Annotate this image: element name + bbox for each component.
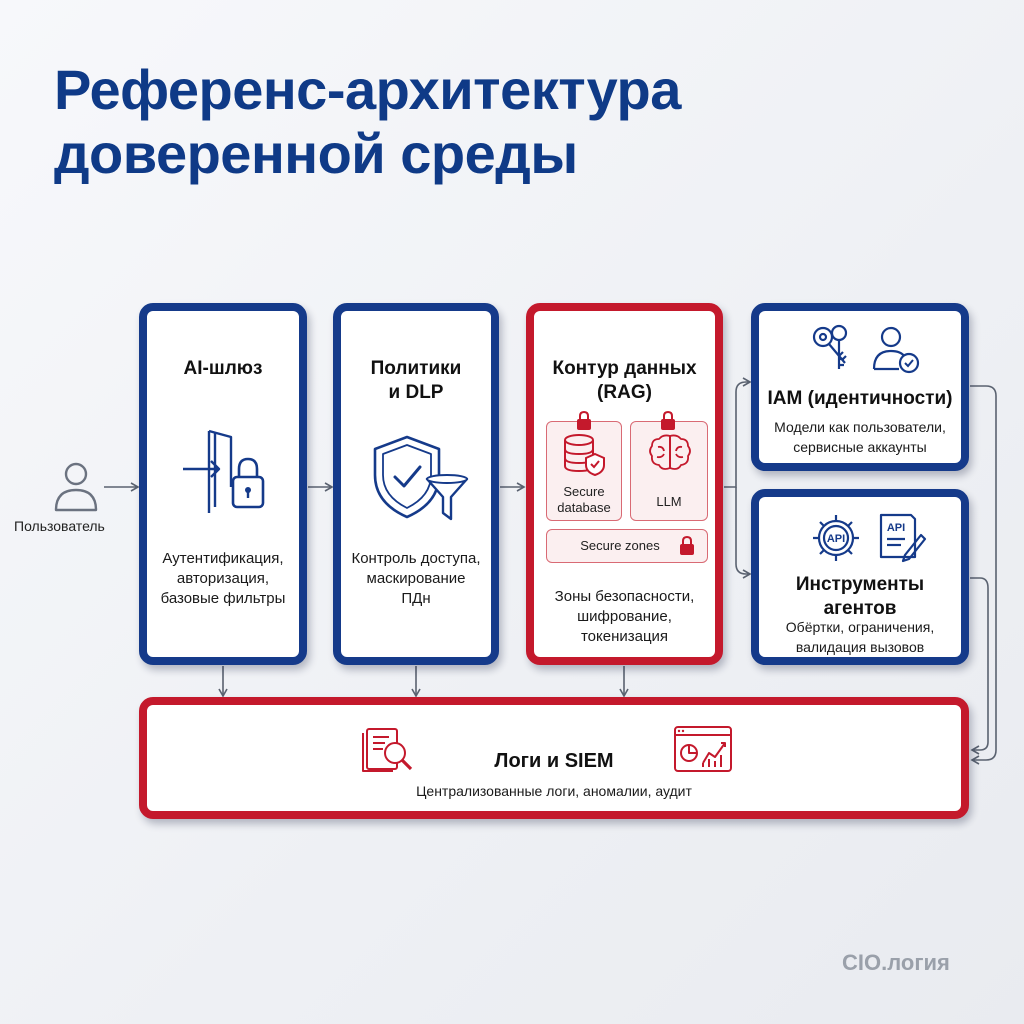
card-number: 04	[765, 308, 782, 325]
secure-database-label: Secure database	[547, 484, 621, 516]
desc-line: маскирование	[366, 570, 466, 587]
card-agent-tools: 05 API API Инструменты агентов Обёртки, …	[751, 489, 969, 665]
card-iam: 04 IAM (идентичности) Модели как пользов…	[751, 303, 969, 471]
arrow-data-to-tools	[735, 487, 752, 579]
card-number: 06	[153, 702, 170, 719]
page-title-line-2: доверенной среды	[54, 122, 578, 185]
card-title: Логи и SIEM	[494, 750, 614, 772]
card-title: Политики и DLP	[341, 357, 491, 405]
arrow-data-to-iam	[724, 377, 752, 488]
card-number: 02	[347, 308, 364, 325]
analytics-dashboard-icon	[673, 725, 733, 773]
shield-filter-icon	[369, 433, 473, 525]
card-description: Обёртки, ограничения, валидация вызовов	[759, 617, 961, 657]
lock-icon	[660, 410, 676, 436]
card-policies-dlp: 02 Политики и DLP Контроль доступа, маск…	[333, 303, 499, 665]
desc-line: базовые фильтры	[160, 590, 286, 607]
api-gear-label: API	[827, 533, 845, 545]
desc-line: шифрование,	[577, 608, 672, 625]
api-document-icon: API	[875, 511, 927, 563]
gateway-lock-icon	[179, 427, 279, 517]
llm-label: LLM	[656, 494, 682, 509]
user-check-icon	[871, 325, 921, 375]
card-number: 05	[765, 494, 782, 511]
api-doc-label: API	[887, 522, 905, 534]
title-line: Инструменты	[795, 574, 925, 595]
card-data-contour-rag: 03 Контур данных (RAG) Secure database	[526, 303, 723, 665]
lock-icon	[576, 410, 592, 436]
watermark-logo: CIO.логия	[842, 950, 950, 975]
card-description: Аутентификация, авторизация, базовые фил…	[147, 549, 299, 609]
card-description: Централизованные логи, аномалии, аудит	[416, 783, 692, 799]
title-line: и DLP	[388, 382, 444, 403]
log-search-icon	[361, 725, 417, 775]
desc-line: Контроль доступа,	[351, 550, 481, 567]
label-line: database	[557, 500, 611, 515]
card-number: 03	[540, 308, 557, 325]
desc-line: авторизация,	[176, 570, 270, 587]
secure-zones-label: Secure zones	[580, 538, 660, 553]
keys-icon	[809, 323, 857, 373]
card-description: Модели как пользователи, сервисные аккау…	[759, 417, 961, 457]
lock-icon	[679, 535, 695, 561]
arrow-iam-to-siem	[970, 385, 997, 765]
user-icon	[52, 460, 100, 514]
llm-box: LLM	[630, 421, 708, 521]
title-line: Контур данных	[552, 358, 697, 379]
desc-line: Обёртки, ограничения,	[785, 619, 935, 635]
secure-database-box: Secure database	[546, 421, 622, 521]
database-shield-icon	[561, 434, 607, 476]
card-title: AI-шлюз	[183, 358, 263, 379]
user-label: Пользователь	[14, 518, 105, 534]
title-line: агентов	[823, 598, 897, 619]
label-line: Secure	[563, 484, 605, 499]
desc-line: сервисные аккаунты	[793, 439, 927, 455]
card-ai-gateway: 01 AI-шлюз Аутентификация, авторизация, …	[139, 303, 307, 665]
card-title: IAM (идентичности)	[767, 388, 953, 409]
card-title: Инструменты агентов	[759, 573, 961, 621]
api-gear-icon: API	[811, 513, 861, 563]
title-line: Политики	[370, 358, 462, 379]
page-title-line-1: Референс-архитектура	[54, 58, 681, 121]
secure-zones-box: Secure zones	[546, 529, 708, 563]
desc-line: Модели как пользователи,	[774, 419, 946, 435]
title-line: (RAG)	[597, 382, 652, 403]
page-title: Референс-архитектура доверенной среды	[54, 58, 681, 186]
arrow-tools-to-siem	[970, 577, 989, 755]
card-description: Зоны безопасности, шифрование, токенизац…	[534, 587, 715, 647]
card-description: Контроль доступа, маскирование ПДн	[341, 549, 491, 609]
desc-line: ПДн	[401, 590, 431, 607]
card-logs-siem: 06 Логи и SIEM Централизованные логи, ан…	[139, 697, 969, 819]
desc-line: валидация вызовов	[795, 639, 925, 655]
card-number: 01	[153, 308, 170, 325]
desc-line: Зоны безопасности,	[554, 588, 695, 605]
card-title: Контур данных (RAG)	[534, 357, 715, 405]
desc-line: Аутентификация,	[162, 550, 284, 567]
brain-icon	[647, 432, 693, 474]
desc-line: токенизация	[580, 628, 669, 645]
